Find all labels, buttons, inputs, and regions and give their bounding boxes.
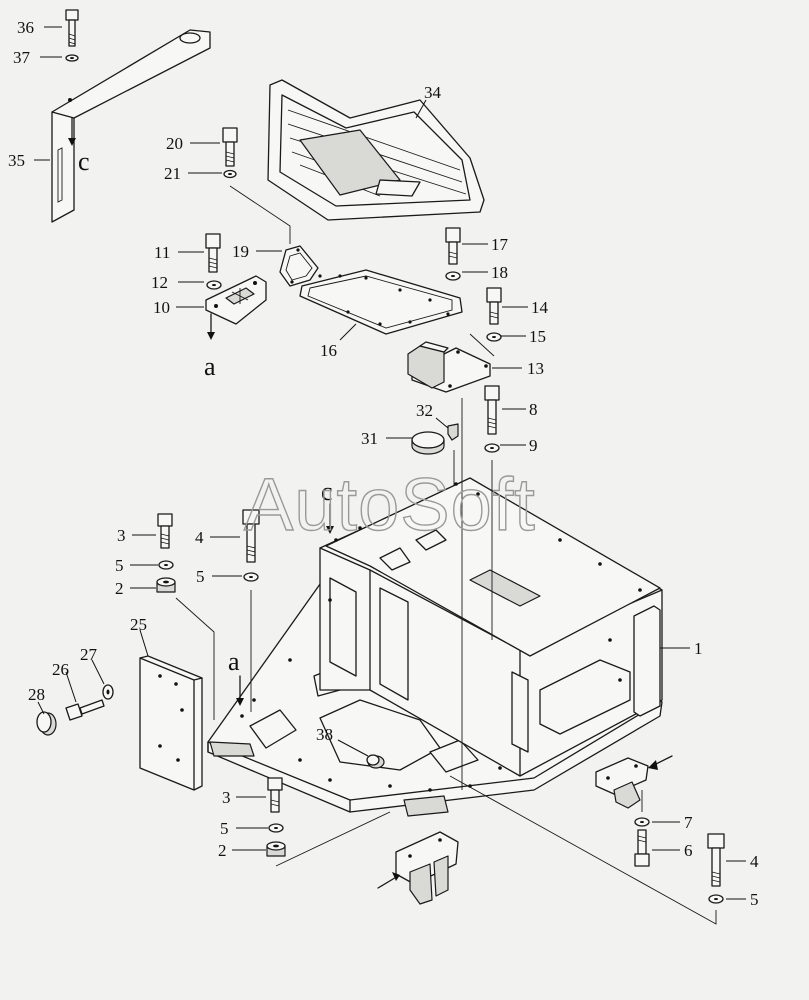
callout-25: 25 [130,615,147,634]
view-letter-a-top: a [204,352,216,381]
callout-15: 15 [529,327,546,346]
callout-21: 21 [164,164,181,183]
gasket-19 [279,245,319,287]
guide-line-4-lower [449,775,717,925]
callout-18: 18 [491,263,508,282]
side-plate-25 [139,655,203,791]
callout-5-lower-left: 5 [220,819,229,838]
mount-bracket-right [595,757,649,809]
callout-4-lower: 4 [750,852,759,871]
spacer-2-lower [266,841,286,857]
washer-5-upper-right [243,572,259,582]
arrow-a-top [207,313,215,340]
callout-2-lower: 2 [218,841,227,860]
bolt-8 [484,385,500,435]
washer-5-lower-right [708,894,724,904]
view-letter-c-frame: c [321,477,333,506]
bolt-6 [634,829,650,867]
guide-line-25 [175,597,215,720]
washer-21 [223,169,237,179]
callout-numbers: 36 37 35 34 20 21 19 11 12 10 16 17 18 1… [8,18,759,909]
callout-13: 13 [527,359,544,378]
washer-15 [486,332,502,342]
bolt-11 [205,233,221,273]
callout-28: 28 [28,685,45,704]
callout-35: 35 [8,151,25,170]
callout-32: 32 [416,401,433,420]
callout-17: 17 [491,235,509,254]
callout-10: 10 [153,298,170,317]
guide-line-20 [229,185,291,244]
spacer-2-upper [156,577,176,593]
callout-2-upper: 2 [115,579,124,598]
plug-38 [366,754,385,769]
washer-27 [102,684,114,700]
washer-37 [65,54,79,62]
pointer-arrow-bottom [377,872,400,889]
bracket-plate-35 [51,29,211,223]
leader-lines [34,26,746,900]
bolt-26 [65,699,105,721]
view-letter-a-frame: a [228,647,240,676]
bolt-20 [222,127,238,167]
callout-26: 26 [52,660,69,679]
callout-8: 8 [529,400,538,419]
bolt-4-lower [707,833,725,887]
gasket-16 [299,269,463,335]
washer-5-upper-left [158,560,174,570]
guide-line-2-lower [275,811,391,867]
callout-12: 12 [151,273,168,292]
callout-1: 1 [694,639,703,658]
arrow-c-frame [326,503,334,534]
callout-16: 16 [320,341,337,360]
callout-9: 9 [529,436,538,455]
cap-28 [36,711,57,736]
clip-32 [447,423,459,441]
watermark: AutoSoft [244,463,536,546]
bracket-13 [407,341,491,393]
callout-20: 20 [166,134,183,153]
view-letter-c-top: c [78,147,90,176]
callout-11: 11 [154,243,170,262]
callout-19: 19 [232,242,249,261]
callout-36: 36 [17,18,34,37]
bolt-3-upper [157,513,173,549]
washer-5-lower-left [268,823,284,833]
callout-7: 7 [684,813,693,832]
callout-6: 6 [684,841,693,860]
pointer-arrow-right [648,755,673,770]
bolt-17 [445,227,461,265]
guide-line-14 [469,333,495,357]
bolt-36 [65,9,79,47]
callout-3-lower: 3 [222,788,231,807]
cover-plate-10 [205,275,267,325]
callout-38: 38 [316,725,333,744]
washer-12 [206,280,222,290]
bolt-3-lower [267,777,283,813]
cap-31 [411,431,445,455]
bolt-14 [486,287,502,325]
callout-14: 14 [531,298,549,317]
callout-31: 31 [361,429,378,448]
callout-5-lower-right: 5 [750,890,759,909]
mount-bracket-bottom [395,831,459,905]
arrow-a-frame [236,675,244,706]
main-frame-1 [207,477,663,817]
callout-4-upper: 4 [195,528,204,547]
grille-cover-34 [267,79,485,221]
callout-3-upper: 3 [117,526,126,545]
callout-27: 27 [80,645,98,664]
washer-18 [445,271,461,281]
callout-34: 34 [424,83,442,102]
callout-5-upper-left: 5 [115,556,124,575]
washer-9 [484,443,500,453]
callout-37: 37 [13,48,31,67]
callout-5-upper-right: 5 [196,567,205,586]
bolt-4-upper [242,509,260,563]
frame-holes [240,482,642,792]
washer-7 [634,817,650,827]
arrow-c-top [68,117,76,146]
